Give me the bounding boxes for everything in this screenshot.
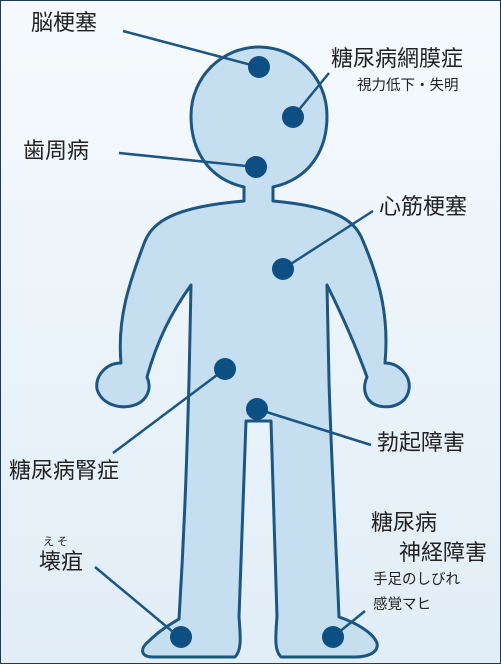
marker-retinopathy [282, 106, 304, 128]
label-neuropathy-note2: 感覚マヒ [373, 597, 431, 613]
label-retinopathy-note: 視力低下・失明 [357, 78, 459, 94]
marker-myocardial [272, 258, 294, 280]
leader-gangrene [94, 566, 180, 638]
marker-periodontal [245, 156, 267, 178]
marker-gangrene [170, 626, 192, 648]
marker-erectile [246, 398, 268, 420]
label-neuropathy-line2: 神経障害 [399, 541, 488, 566]
marker-nephropathy [214, 358, 236, 380]
leader-erectile [256, 407, 372, 447]
leader-stroke [122, 29, 260, 69]
markers [170, 56, 344, 648]
label-neuropathy-line1: 糖尿病 [371, 511, 438, 536]
leader-nephropathy [112, 368, 226, 454]
marker-stroke [248, 56, 270, 78]
label-myocardial: 心筋梗塞 [379, 195, 468, 220]
label-erectile: 勃起障害 [377, 431, 466, 456]
marker-neuropathy [322, 626, 344, 648]
label-gangrene-reading: えそ [43, 535, 71, 548]
label-stroke: 脳梗塞 [31, 11, 98, 36]
label-periodontal: 歯周病 [23, 139, 90, 164]
leader-lines [94, 29, 374, 638]
label-retinopathy: 糖尿病網膜症 [331, 47, 464, 72]
label-gangrene: 壊疽 [39, 550, 84, 575]
label-nephropathy: 糖尿病腎症 [9, 459, 120, 484]
leader-periodontal [118, 151, 257, 169]
body-silhouette [95, 45, 411, 659]
leader-myocardial [282, 209, 374, 271]
label-neuropathy-note1: 手足のしびれ [373, 572, 460, 588]
